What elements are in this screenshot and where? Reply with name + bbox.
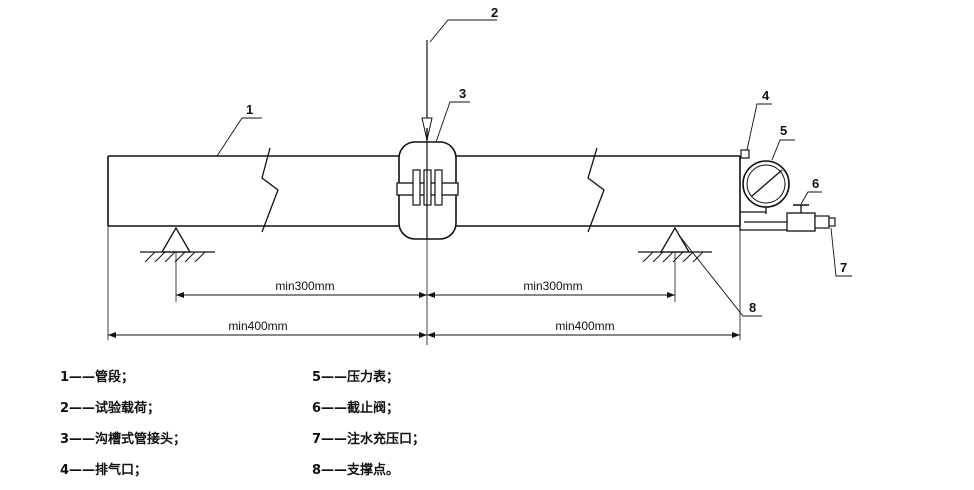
pressure-gauge: [742, 160, 790, 214]
legend-item-2: 2——试验载荷；: [60, 401, 161, 416]
outlet-pipe: [739, 226, 787, 231]
callout-1: 1: [246, 102, 253, 117]
callout-6: 6: [812, 176, 819, 191]
shutoff-valve: [786, 204, 816, 232]
pipe-segment-left: [107, 155, 400, 227]
callout-2: 2: [491, 5, 498, 20]
dim-left-outer: min400mm: [228, 319, 287, 333]
legend-item-6: 6——截止阀；: [312, 401, 400, 416]
dim-right-inner: min300mm: [523, 279, 582, 293]
dim-right-outer: min400mm: [555, 319, 614, 333]
legend-item-5: 5——压力表；: [312, 370, 400, 385]
legend-item-1: 1——管段；: [60, 370, 135, 385]
vent-port: [740, 149, 750, 159]
callout-4: 4: [762, 88, 770, 103]
legend-item-8: 8——支撑点。: [312, 463, 400, 478]
callout-7: 7: [840, 260, 847, 275]
pipe-segment-right: [455, 155, 741, 227]
leader-lines: [216, 19, 852, 317]
dimension-lines: [107, 226, 741, 340]
callout-3: 3: [459, 86, 466, 101]
test-load-arrow: [421, 40, 433, 345]
break-mark-left: [261, 147, 279, 233]
legend-item-4: 4——排气口；: [60, 463, 148, 478]
dim-left-inner: min300mm: [275, 279, 334, 293]
legend-item-3: 3——沟槽式管接头；: [60, 432, 187, 447]
break-mark-right: [587, 147, 605, 233]
callout-8: 8: [749, 300, 756, 315]
support-point-left: [140, 226, 215, 263]
water-inlet-port: [814, 215, 836, 229]
callout-5: 5: [780, 123, 787, 138]
legend-item-7: 7——注水充压口；: [312, 432, 426, 447]
